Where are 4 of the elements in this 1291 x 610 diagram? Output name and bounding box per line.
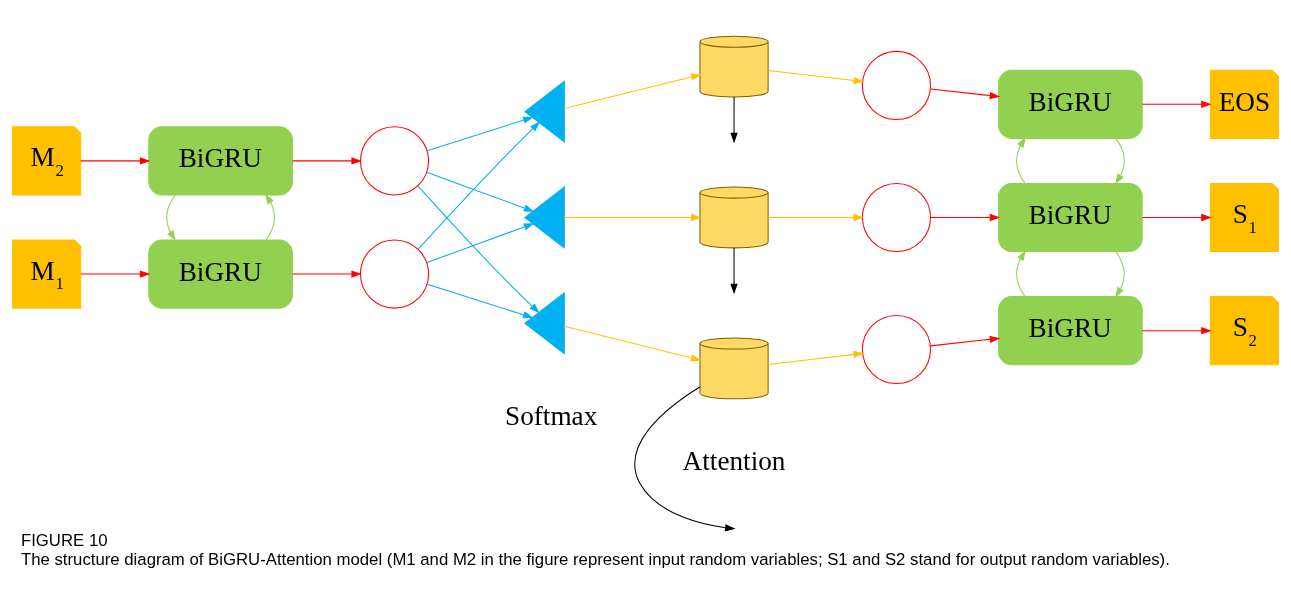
diagram-title: FIGURE 10 — [20, 530, 108, 550]
label: Attention — [682, 445, 786, 476]
caption: The structure diagram of BiGRU-Attention model (M1 and M2 in the figure represent input random variables; S1 and S2 stand for output random variables). — [20, 549, 1170, 569]
label: Softmax — [505, 400, 598, 431]
